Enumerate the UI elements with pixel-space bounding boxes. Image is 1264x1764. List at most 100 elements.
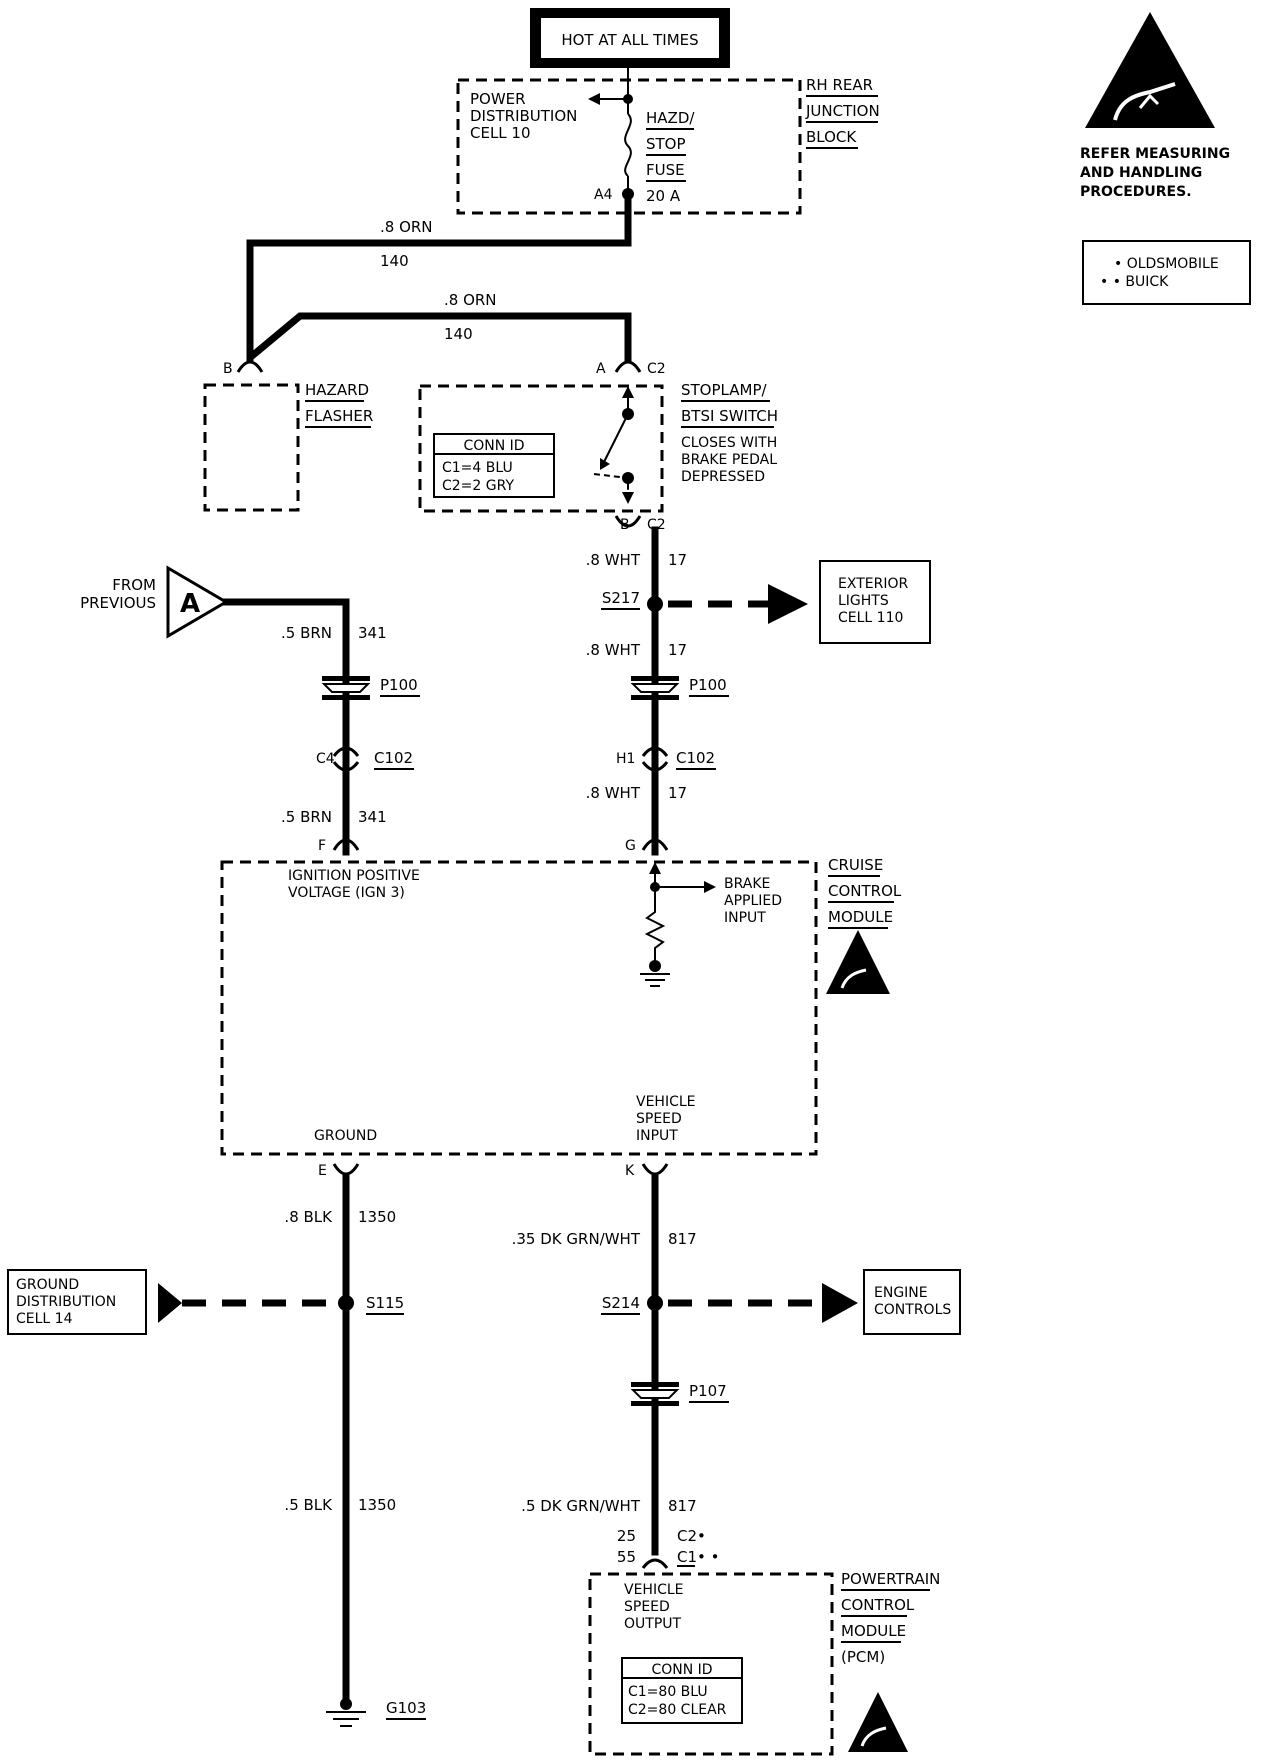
fuse-name-3: FUSE xyxy=(646,161,685,179)
wire-17c-circuit: 17 xyxy=(668,784,687,802)
connector-p100-left: P100 xyxy=(321,676,420,700)
wire-140b-circuit: 140 xyxy=(444,325,473,343)
junction-block-name-1: RH REAR xyxy=(806,76,873,94)
exterior-lights-line2: LIGHTS xyxy=(838,593,889,609)
switch-conn-c2-top: C2 xyxy=(647,361,666,377)
pcm-conn-id-c1: C1=80 BLU xyxy=(628,1684,708,1700)
wire-341a-label: .5 BRN xyxy=(281,624,332,642)
connector-p107: P107 xyxy=(630,1382,729,1406)
c102-left-label: C102 xyxy=(374,749,413,767)
cruise-vss-line1: VEHICLE xyxy=(636,1094,696,1110)
hazard-flasher-name-2: FLASHER xyxy=(305,407,373,425)
pcm-conn-id-title: CONN ID xyxy=(651,1662,712,1678)
switch-name-2: BTSI SWITCH xyxy=(681,407,778,425)
wire-1350b-label: .5 BLK xyxy=(284,1496,333,1514)
powertrain-control-module: 25 C2• 55 C1• • VEHICLE SPEED OUTPUT POW… xyxy=(588,1527,940,1756)
engine-controls-line2: CONTROLS xyxy=(874,1302,951,1318)
switch-conn-id-c1: C1=4 BLU xyxy=(442,460,513,476)
splice-s217-label: S217 xyxy=(602,589,640,607)
ground-distribution-line3: CELL 14 xyxy=(16,1311,73,1327)
pcm-output-line3: OUTPUT xyxy=(624,1616,682,1632)
junction-block: RH REAR JUNCTION BLOCK POWER DISTRIBUTIO… xyxy=(456,68,880,215)
exterior-lights-line3: CELL 110 xyxy=(838,610,903,626)
pcm-pin-25: 25 xyxy=(617,1527,636,1545)
switch-name-1: STOPLAMP/ xyxy=(681,381,767,399)
from-previous-line1: FROM xyxy=(112,576,156,594)
hazard-flasher-name-1: HAZARD xyxy=(305,381,369,399)
fuse-name-2: STOP xyxy=(646,135,686,153)
connector-c102-right: H1 C102 xyxy=(616,746,716,772)
wire-17b-circuit: 17 xyxy=(668,641,687,659)
pcm-name-4: (PCM) xyxy=(841,1648,885,1666)
wire-341: .5 BRN 341 .5 BRN 341 xyxy=(222,598,387,856)
power-distribution-line1: POWER xyxy=(470,90,526,108)
cruise-ign-line1: IGNITION POSITIVE xyxy=(288,868,420,884)
engine-controls-line1: ENGINE xyxy=(874,1285,928,1301)
splice-s115 xyxy=(338,1295,354,1311)
wire-1350a-label: .8 BLK xyxy=(284,1208,333,1226)
stoplamp-switch: A C2 STOPLAMP/ BTSI SWITCH CLOSES WITH B… xyxy=(418,360,778,533)
cruise-esd-icon xyxy=(826,930,890,994)
wire-17a-circuit: 17 xyxy=(668,551,687,569)
junction-block-name-3: BLOCK xyxy=(806,128,857,146)
fuse-name-1: HAZD/ xyxy=(646,109,695,127)
legend-buick: • • BUICK xyxy=(1100,274,1169,290)
esd-warning-line3: PROCEDURES. xyxy=(1080,184,1192,200)
exterior-lights-box: EXTERIOR LIGHTS CELL 110 xyxy=(819,560,931,644)
pcm-output-line2: SPEED xyxy=(624,1599,670,1615)
p100-left-label: P100 xyxy=(380,676,418,694)
power-distribution-line3: CELL 10 xyxy=(470,124,531,142)
hot-at-all-times-label: HOT AT ALL TIMES xyxy=(561,31,698,49)
ground-distribution-line2: DISTRIBUTION xyxy=(16,1294,116,1310)
switch-conn-id-title: CONN ID xyxy=(463,438,524,454)
brake-applied-line3: INPUT xyxy=(724,910,766,926)
cruise-pin-k: K xyxy=(625,1163,635,1179)
cruise-pin-e: E xyxy=(318,1163,327,1179)
pcm-conn-id-c2: C2=80 CLEAR xyxy=(628,1702,727,1718)
esd-warning-line2: AND HANDLING xyxy=(1080,165,1202,181)
pcm-conn-c1: C1• • xyxy=(677,1548,719,1566)
hot-at-all-times-box: HOT AT ALL TIMES xyxy=(530,8,730,68)
cruise-ign-line2: VOLTAGE (IGN 3) xyxy=(288,885,405,901)
pcm-output-line1: VEHICLE xyxy=(624,1582,684,1598)
pcm-name-2: CONTROL xyxy=(841,1596,915,1614)
resistor-symbol xyxy=(644,887,666,966)
cruise-control-module: F G IGNITION POSITIVE VOLTAGE (IGN 3) CR… xyxy=(220,838,902,1179)
junction-block-name-2: JUNCTION xyxy=(805,102,880,120)
pcm-conn-c2: C2• xyxy=(677,1527,706,1545)
legend-box: • OLDSMOBILE • • BUICK xyxy=(1082,240,1251,305)
c102-left-pin: C4 xyxy=(316,751,335,767)
cruise-vss-line3: INPUT xyxy=(636,1128,678,1144)
wire-17b-label: .8 WHT xyxy=(586,641,641,659)
brake-applied-line2: APPLIED xyxy=(724,893,782,909)
cruise-pin-f: F xyxy=(318,838,326,854)
cruise-name-3: MODULE xyxy=(828,908,893,926)
fuse-symbol xyxy=(624,113,632,177)
ground-distribution-box: GROUND DISTRIBUTION CELL 14 xyxy=(7,1269,147,1335)
switch-desc-3: DEPRESSED xyxy=(681,469,765,485)
exterior-lights-line1: EXTERIOR xyxy=(838,576,908,592)
p107-label: P107 xyxy=(689,1382,727,1400)
splice-s115-label: S115 xyxy=(366,1294,404,1312)
pcm-name-1: POWERTRAIN xyxy=(841,1570,940,1588)
engine-controls-box: ENGINE CONTROLS xyxy=(863,1269,961,1335)
wire-817a-label: .35 DK GRN/WHT xyxy=(512,1230,641,1248)
wire-817a-circuit: 817 xyxy=(668,1230,697,1248)
fuse-pin-a4: A4 xyxy=(594,187,613,203)
wire-17c-label: .8 WHT xyxy=(586,784,641,802)
wire-140a-label: .8 ORN xyxy=(380,218,433,236)
switch-desc-1: CLOSES WITH xyxy=(681,435,777,451)
cruise-name-1: CRUISE xyxy=(828,856,883,874)
wire-817b-label: .5 DK GRN/WHT xyxy=(521,1497,641,1515)
wire-140a-circuit: 140 xyxy=(380,252,409,270)
p100-right-label: P100 xyxy=(689,676,727,694)
splice-s214 xyxy=(647,1295,663,1311)
wire-1350: .8 BLK 1350 S115 .5 BLK 1350 G103 xyxy=(158,1172,426,1727)
wire-341b-circuit: 341 xyxy=(358,808,387,826)
wire-341b-label: .5 BRN xyxy=(281,808,332,826)
switch-pin-a: A xyxy=(596,361,606,377)
pcm-name-3: MODULE xyxy=(841,1622,906,1640)
esd-warning: REFER MEASURING AND HANDLING PROCEDURES. xyxy=(1080,12,1230,200)
wire-1350a-circuit: 1350 xyxy=(358,1208,396,1226)
